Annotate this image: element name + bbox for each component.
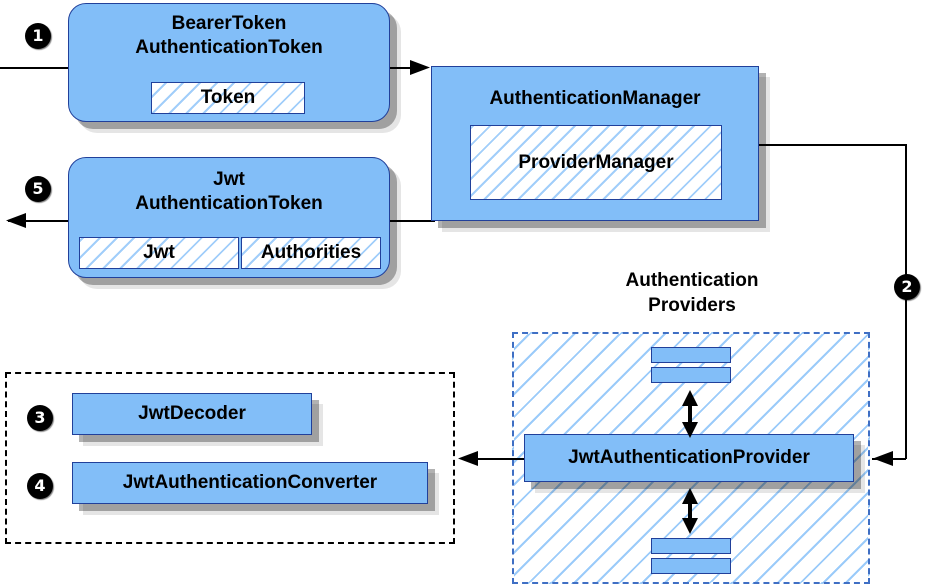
connector-response-out: [8, 220, 70, 222]
node-authentication-manager[interactable]: AuthenticationManager ProviderManager: [431, 66, 759, 221]
node-jwt-authentication-token[interactable]: Jwt AuthenticationToken Jwt Authorities: [68, 157, 390, 278]
step-badge-2: 2: [894, 274, 920, 300]
connector-request-in: [0, 67, 70, 69]
group-jwt-support: [5, 372, 455, 544]
jwt-token-title: Jwt AuthenticationToken: [135, 169, 323, 214]
authentication-providers-caption: Authentication Providers: [625, 270, 759, 316]
provider-stub-top-bar-2: [651, 367, 731, 383]
connector-manager-out-v: [905, 144, 907, 459]
connector-provider-to-support: [470, 458, 524, 460]
authentication-manager-title: AuthenticationManager: [489, 88, 701, 109]
node-jwt-decoder[interactable]: JwtDecoder: [72, 393, 312, 435]
bearer-token-inner-token: Token: [151, 82, 305, 114]
jwt-decoder-title: JwtDecoder: [138, 403, 246, 424]
node-jwt-authentication-provider[interactable]: JwtAuthenticationProvider: [524, 434, 854, 482]
jwt-token-inner-jwt: Jwt: [79, 237, 239, 269]
jwt-token-inner-authorities: Authorities: [241, 237, 381, 269]
connector-manager-to-jwttoken-h: [389, 220, 435, 222]
connector-manager-out-h: [759, 144, 907, 146]
jwt-authentication-provider-title: JwtAuthenticationProvider: [568, 447, 810, 468]
step-badge-5: 5: [25, 176, 51, 202]
connector-to-provider-h: [872, 458, 906, 460]
step-badge-4: 4: [27, 473, 53, 499]
step-badge-3: 3: [27, 405, 53, 431]
step-badge-1: 1: [25, 23, 51, 49]
bearer-token-title: BearerToken AuthenticationToken: [135, 13, 323, 58]
authentication-manager-inner-provider-manager: ProviderManager: [470, 125, 722, 200]
node-bearer-token-authentication-token[interactable]: BearerToken AuthenticationToken Token: [68, 3, 390, 122]
connector-bearer-to-manager: [389, 67, 422, 69]
jwt-authentication-converter-title: JwtAuthenticationConverter: [122, 472, 378, 493]
provider-stub-bottom-bar-1: [651, 538, 731, 554]
provider-stub-bottom-bar-2: [651, 558, 731, 574]
provider-stub-top-bar-1: [651, 347, 731, 363]
node-jwt-authentication-converter[interactable]: JwtAuthenticationConverter: [72, 462, 428, 504]
